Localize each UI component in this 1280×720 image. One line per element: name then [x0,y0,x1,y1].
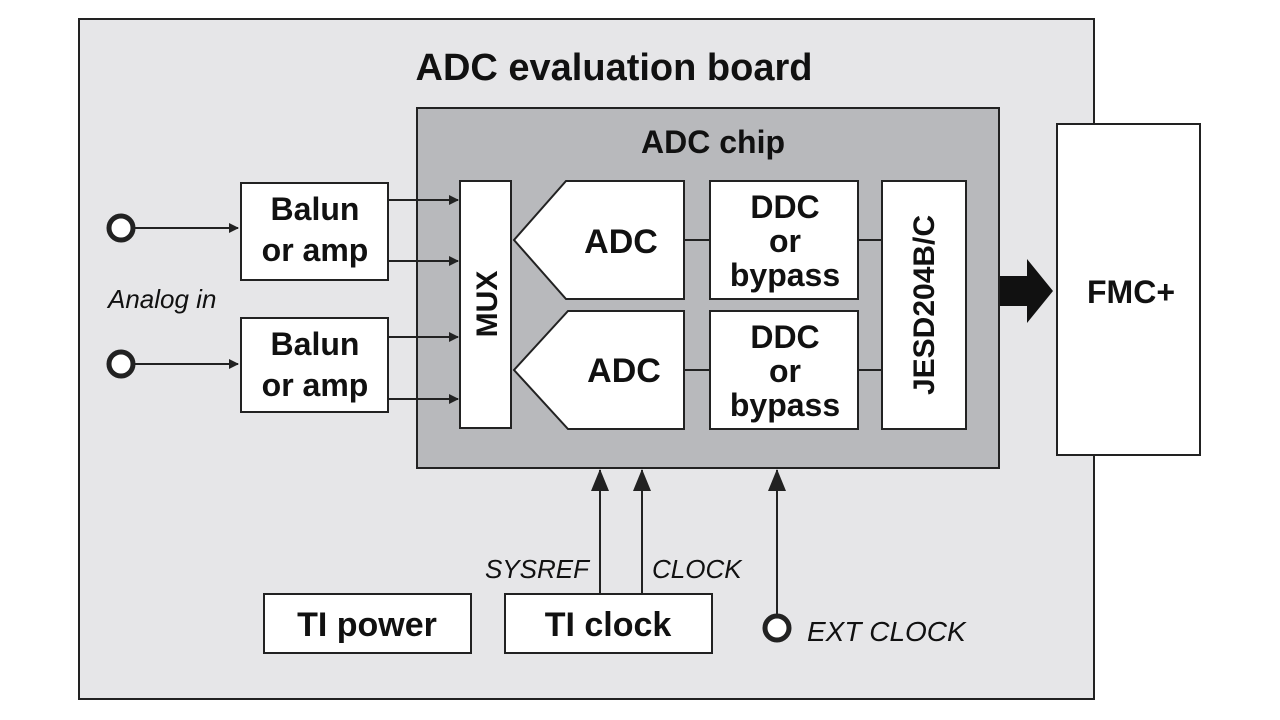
balun-2-line-2: or amp [262,367,369,403]
fmc-label: FMC+ [1087,274,1175,310]
sysref-label: SYSREF [485,554,591,584]
mux-label: MUX [471,271,504,338]
balun-2-line-1: Balun [271,326,360,362]
mux-block [459,180,512,429]
ext-clock-connector [762,613,792,643]
ddc-1-line-1: DDC [750,189,819,225]
jesd-to-fmc-arrow [1000,259,1053,323]
ddc-1-line-2: or [769,223,801,259]
clock-label: CLOCK [652,554,743,584]
adc-2-label: ADC [587,352,661,390]
ti-clock-block [504,593,713,654]
analog-in-label: Analog in [106,284,216,314]
balun-1-line-2: or amp [262,232,369,268]
adc-1-label: ADC [584,223,658,261]
adc-block-2 [512,310,685,430]
fmc-connector-block [1056,123,1201,456]
balun-block-2 [240,317,389,413]
adc-block-1 [512,180,685,300]
ddc-2-line-1: DDC [750,319,819,355]
ti-clock-label: TI clock [545,606,672,644]
analog-input-connector-1 [106,213,136,243]
jesd-label: JESD204B/C [908,215,941,395]
analog-input-connector-2 [106,349,136,379]
balun-1-line-1: Balun [271,191,360,227]
ddc-1-line-3: bypass [730,257,840,293]
ti-power-block [263,593,472,654]
board-title: ADC evaluation board [416,47,813,89]
ddc-block-1 [709,180,859,300]
ddc-2-line-2: or [769,353,801,389]
chip-title: ADC chip [641,124,785,160]
balun-block-1 [240,182,389,281]
ti-power-label: TI power [297,606,437,644]
ddc-block-2 [709,310,859,430]
ddc-2-line-3: bypass [730,387,840,423]
ext-clock-label: EXT CLOCK [807,616,967,647]
jesd-block [881,180,967,430]
